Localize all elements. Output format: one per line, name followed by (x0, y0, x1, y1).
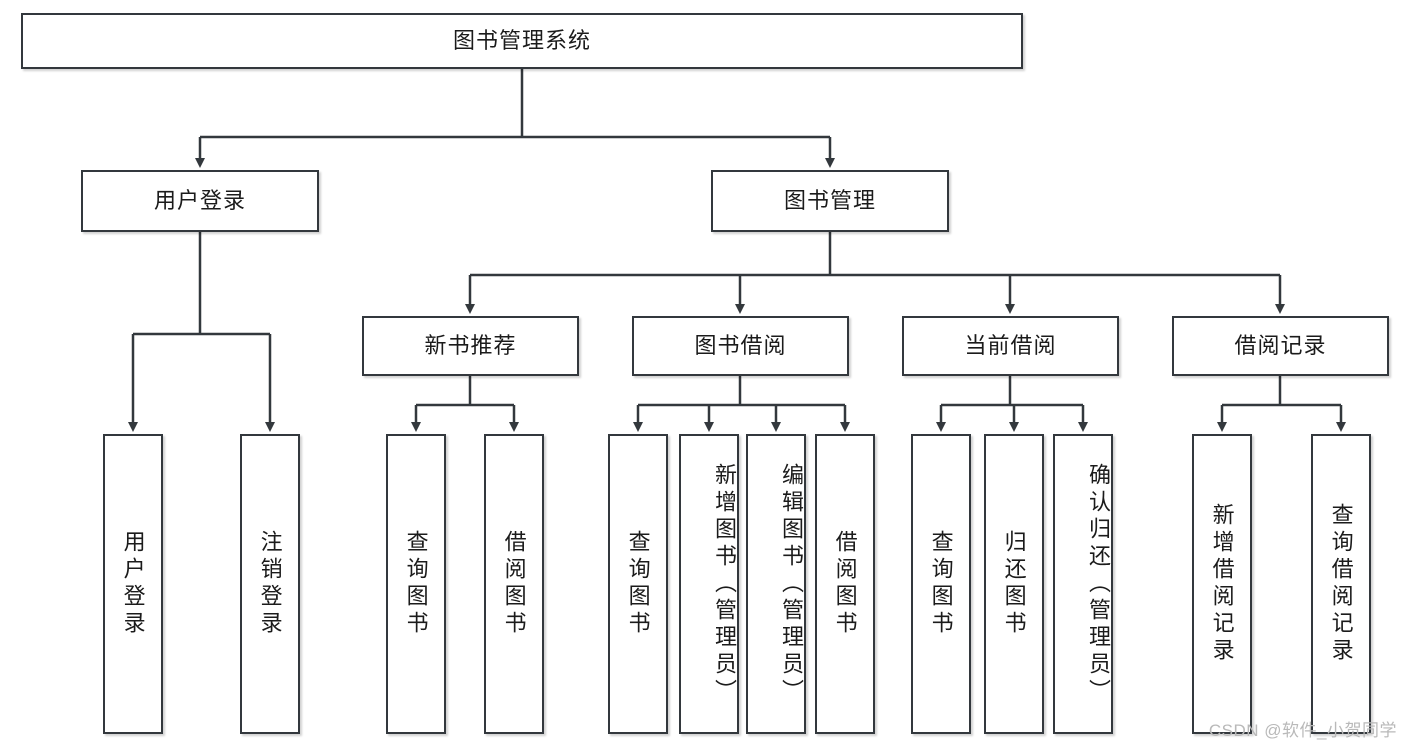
node-leaf-logout[interactable]: 注销登录 (240, 434, 300, 734)
node-leaf-user-login-label: 用户登录 (120, 530, 146, 638)
node-leaf-edit-book-label: 编辑图书（管理员） (779, 462, 804, 706)
node-current-borrow-label: 当前借阅 (964, 332, 1057, 358)
node-leaf-query-book-2[interactable]: 查询图书 (608, 434, 668, 734)
node-leaf-borrow-book-1[interactable]: 借阅图书 (484, 434, 544, 734)
node-leaf-borrow-book-1-label: 借阅图书 (501, 530, 527, 638)
node-borrow-record-label: 借阅记录 (1234, 332, 1327, 358)
node-leaf-query-book-3-label: 查询图书 (928, 530, 954, 638)
node-root[interactable]: 图书管理系统 (21, 13, 1023, 69)
node-leaf-borrow-book-2-label: 借阅图书 (832, 530, 858, 638)
node-root-label: 图书管理系统 (452, 27, 591, 53)
node-leaf-return-book-label: 归还图书 (1001, 530, 1027, 638)
node-user-login-label: 用户登录 (153, 187, 246, 213)
node-user-login[interactable]: 用户登录 (81, 170, 319, 232)
node-new-book-rec[interactable]: 新书推荐 (362, 316, 579, 376)
node-book-manage[interactable]: 图书管理 (711, 170, 949, 232)
node-book-borrow[interactable]: 图书借阅 (632, 316, 849, 376)
node-leaf-query-book-3[interactable]: 查询图书 (911, 434, 971, 734)
node-leaf-add-record-label: 新增借阅记录 (1209, 503, 1235, 665)
node-leaf-borrow-book-2[interactable]: 借阅图书 (815, 434, 875, 734)
node-leaf-return-book[interactable]: 归还图书 (984, 434, 1044, 734)
node-borrow-record[interactable]: 借阅记录 (1172, 316, 1389, 376)
node-leaf-confirm-return-label: 确认归还（管理员） (1086, 462, 1111, 706)
node-current-borrow[interactable]: 当前借阅 (902, 316, 1119, 376)
node-leaf-query-record-label: 查询借阅记录 (1328, 503, 1354, 665)
node-new-book-rec-label: 新书推荐 (424, 332, 517, 358)
node-book-manage-label: 图书管理 (783, 187, 876, 213)
node-leaf-logout-label: 注销登录 (257, 530, 283, 638)
node-leaf-edit-book[interactable]: 编辑图书（管理员） (746, 434, 806, 734)
watermark-text: CSDN @软件_小贺同学 (1208, 721, 1397, 740)
node-leaf-query-record[interactable]: 查询借阅记录 (1311, 434, 1371, 734)
node-leaf-add-book[interactable]: 新增图书（管理员） (679, 434, 739, 734)
node-leaf-add-record[interactable]: 新增借阅记录 (1192, 434, 1252, 734)
node-leaf-confirm-return[interactable]: 确认归还（管理员） (1053, 434, 1113, 734)
node-leaf-add-book-label: 新增图书（管理员） (712, 462, 737, 706)
node-book-borrow-label: 图书借阅 (694, 332, 787, 358)
node-leaf-query-book-1-label: 查询图书 (403, 530, 429, 638)
node-leaf-query-book-2-label: 查询图书 (625, 530, 651, 638)
node-leaf-query-book-1[interactable]: 查询图书 (386, 434, 446, 734)
node-leaf-user-login[interactable]: 用户登录 (103, 434, 163, 734)
